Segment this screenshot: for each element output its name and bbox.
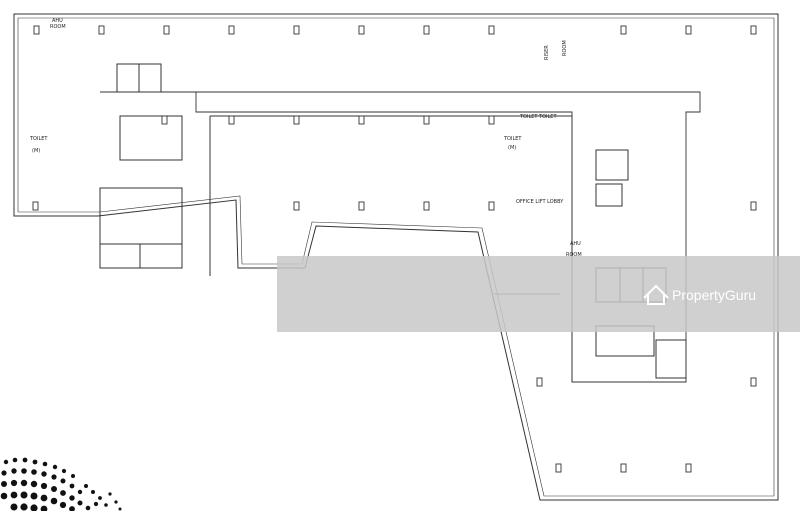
dotted-logo-fragment bbox=[0, 457, 122, 511]
riser-room-label: RISER bbox=[544, 45, 550, 60]
center-office bbox=[210, 115, 573, 382]
toilet-block-left bbox=[119, 115, 183, 161]
toilet-center-label: TOILET bbox=[503, 136, 522, 142]
ahu-room-right-label: AHU bbox=[570, 241, 581, 247]
left-service bbox=[99, 187, 183, 269]
structural-columns bbox=[32, 25, 757, 473]
office-lift-lobby-label: OFFICE LIFT LOBBY bbox=[516, 199, 564, 205]
riser-room-label-2: ROOM bbox=[562, 40, 568, 56]
toilet-left-label-2: (M) bbox=[32, 148, 40, 154]
toilet-center-pair-label: TOILET TOILET bbox=[519, 114, 557, 120]
toilet-left-label: TOILET bbox=[29, 136, 48, 142]
stair-top bbox=[595, 149, 629, 181]
outer-wall-inner bbox=[17, 17, 775, 497]
ahu-room-top-label: AHU bbox=[52, 18, 63, 24]
core-wall bbox=[100, 91, 701, 383]
outer-wall bbox=[13, 13, 779, 501]
toilet-center-label-2: (M) bbox=[508, 145, 516, 151]
lift-core-mid bbox=[595, 183, 623, 207]
ahu-room-right-label-2: ROOM bbox=[566, 252, 582, 258]
ahu-room-top-label-2: ROOM bbox=[50, 24, 66, 30]
house-icon bbox=[643, 284, 669, 305]
service-box bbox=[655, 339, 687, 379]
watermark-text: PropertyGuru bbox=[672, 287, 756, 303]
watermark-band bbox=[277, 256, 800, 332]
